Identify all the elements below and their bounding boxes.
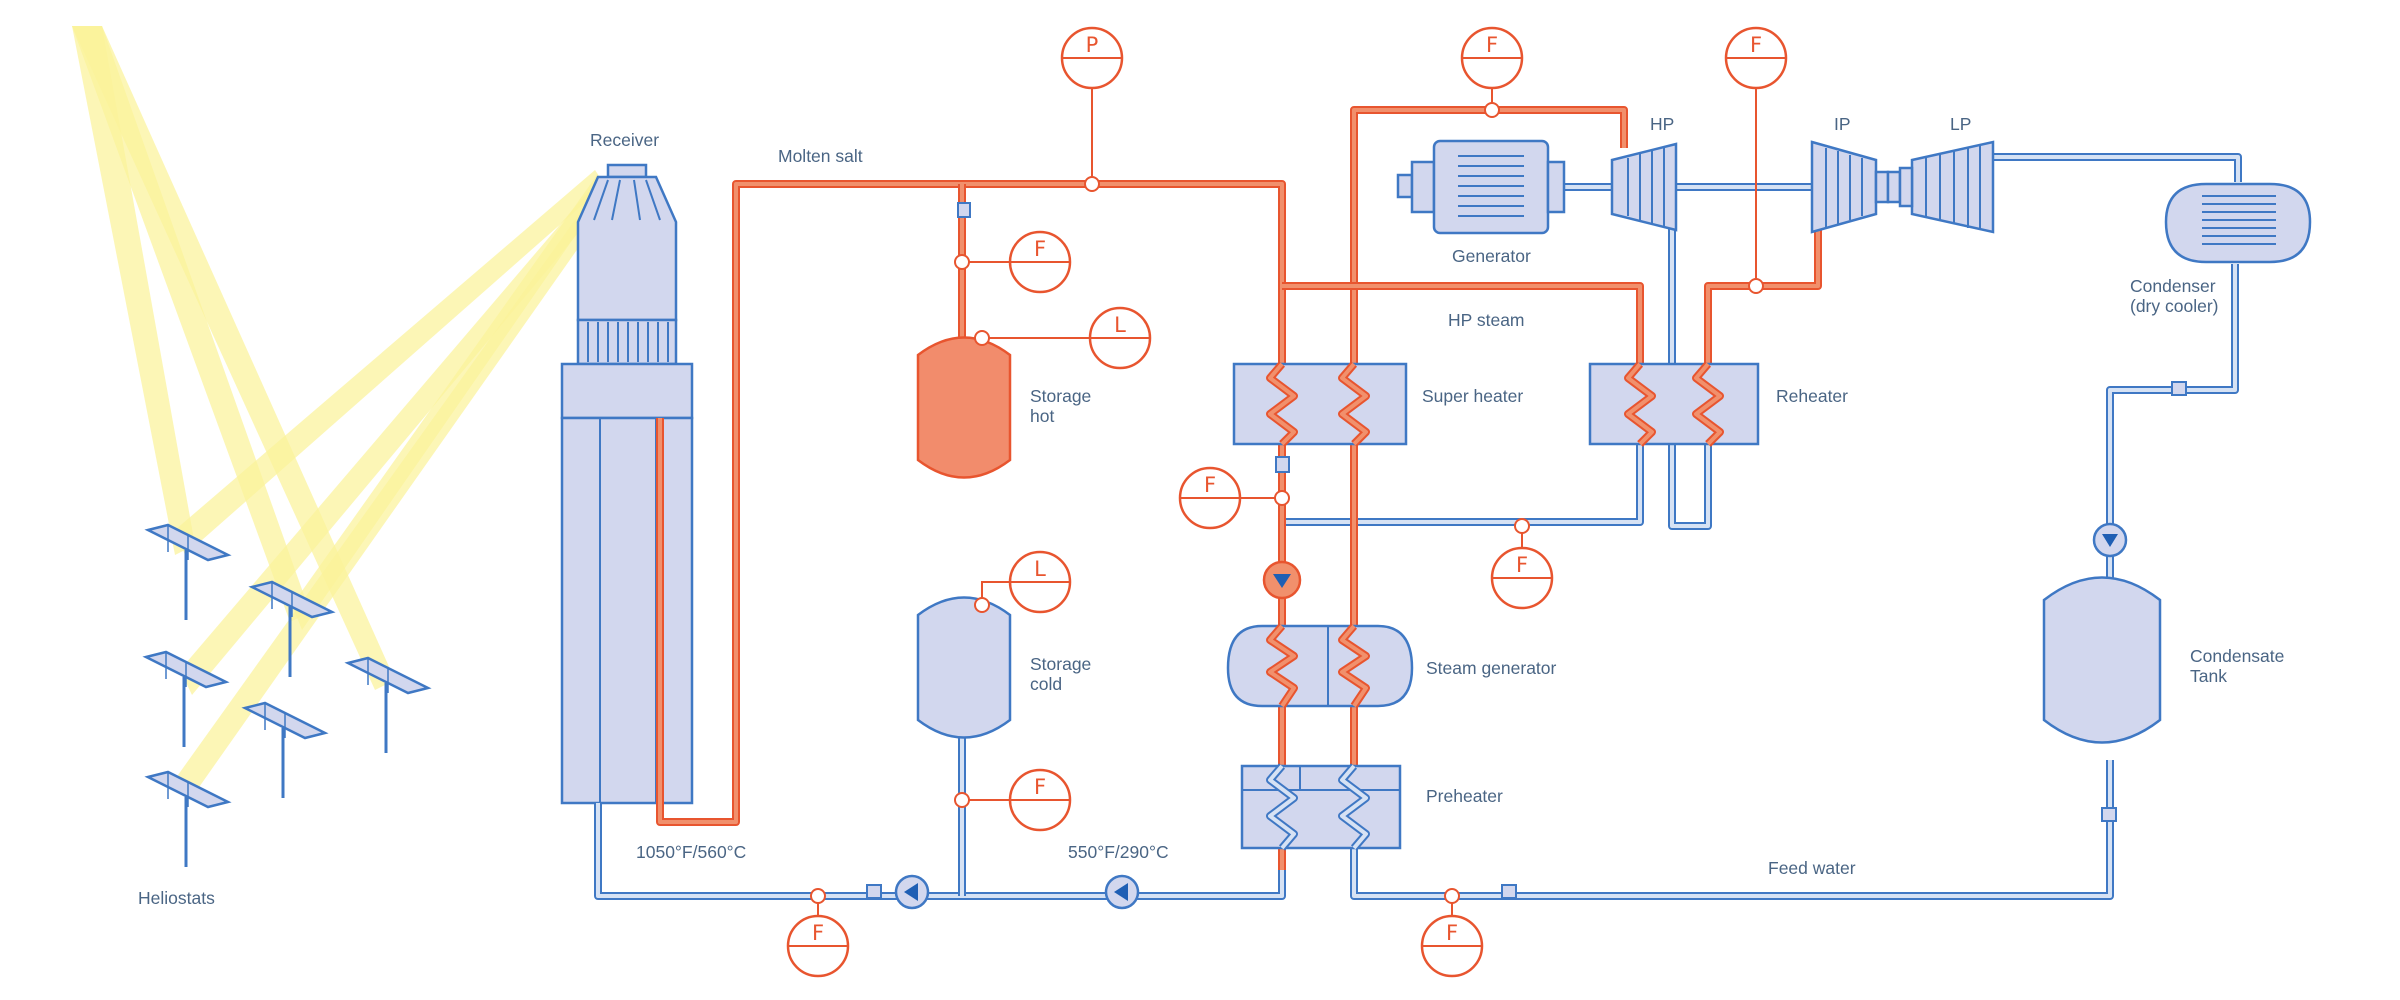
flow-label: F: [812, 921, 824, 945]
level-label: L: [1034, 557, 1046, 581]
hp-steam-label: HP steam: [1448, 310, 1525, 330]
steam-generator: [1226, 624, 1414, 708]
hot-storage-tank: [916, 336, 1012, 479]
level-indicator-icon: L: [1088, 306, 1152, 370]
exchanger-coils: [1266, 361, 1724, 851]
flow-indicator-icon: F: [1178, 466, 1242, 530]
water-steam-pipes: [594, 153, 2242, 900]
flow-indicator-icon: F: [1008, 768, 1072, 832]
receiver-tower: [560, 163, 694, 805]
pump-icon: [894, 874, 930, 910]
heliostat-mirror: [144, 523, 232, 620]
heliostat-mirror: [142, 650, 230, 747]
valve-icon: [2171, 381, 2187, 396]
flow-label: F: [1486, 33, 1498, 57]
flow-label: F: [1750, 33, 1762, 57]
instruments: P F L L F: [786, 26, 1788, 978]
flow-label: F: [1034, 775, 1046, 799]
flow-indicator-icon: F: [1490, 546, 1554, 610]
heliostat-mirror: [344, 656, 432, 753]
valve-icon: [1275, 456, 1290, 473]
storage-hot-label-line1: Storage: [1030, 386, 1091, 406]
cold-storage-tank: [916, 596, 1012, 739]
flow-label: F: [1204, 473, 1216, 497]
level-label: L: [1114, 313, 1126, 337]
heliostat-mirror: [248, 580, 336, 677]
storage-cold-label-line2: cold: [1030, 674, 1062, 694]
cold-temperature-label: 550°F/290°C: [1068, 842, 1169, 862]
pump-icon: [1104, 874, 1140, 910]
level-indicator-icon: L: [1008, 550, 1072, 614]
generator: [1396, 139, 1566, 235]
pressure-indicator-icon: P: [1060, 26, 1124, 90]
hot-temperature-label: 1050°F/560°C: [636, 842, 746, 862]
super-heater-label: Super heater: [1422, 386, 1523, 406]
labels: Receiver Molten salt Storage hot Storage…: [138, 114, 2284, 908]
flow-label: F: [1516, 553, 1528, 577]
reheater: [1588, 362, 1760, 446]
super-heater: [1232, 362, 1408, 446]
heliostat-mirror: [241, 701, 329, 798]
condenser-label-line2: (dry cooler): [2130, 296, 2219, 316]
molten-salt-label: Molten salt: [778, 146, 863, 166]
hp-turbine: [1610, 142, 1678, 232]
storage-tanks: [916, 336, 1012, 739]
condenser-label-line1: Condenser: [2130, 276, 2216, 296]
flow-indicator-icon: F: [1460, 26, 1524, 90]
sunlight-beams: [72, 26, 612, 800]
lp-turbine-label: LP: [1950, 114, 1971, 134]
valve-icon: [866, 884, 882, 899]
heliostat-field: [142, 523, 432, 867]
flow-label: F: [1034, 237, 1046, 261]
reheater-label: Reheater: [1776, 386, 1848, 406]
ip-turbine-label: IP: [1834, 114, 1851, 134]
storage-hot-label-line2: hot: [1030, 406, 1054, 426]
preheater-label: Preheater: [1426, 786, 1503, 806]
pump-icon: [1262, 560, 1302, 600]
generator-label: Generator: [1452, 246, 1531, 266]
valves: [866, 202, 2187, 899]
valve-icon: [2101, 807, 2117, 822]
valve-icon: [957, 202, 971, 218]
flow-indicator-icon: F: [1008, 230, 1072, 294]
pressure-label: P: [1086, 33, 1099, 57]
flow-indicator-icon: F: [1724, 26, 1788, 90]
valve-icon: [1501, 884, 1517, 899]
preheater: [1240, 764, 1402, 850]
feed-water-label: Feed water: [1768, 858, 1856, 878]
condensate-tank-label-line2: Tank: [2190, 666, 2227, 686]
storage-cold-label-line1: Storage: [1030, 654, 1091, 674]
heat-exchangers: [1226, 362, 1760, 850]
ip-turbine: [1810, 140, 1890, 234]
flow-indicator-icon: F: [786, 914, 850, 978]
heliostat-mirror: [144, 770, 232, 867]
condensate-tank: [2042, 576, 2162, 744]
condenser: [2164, 182, 2312, 264]
receiver-label: Receiver: [590, 130, 659, 150]
flow-label: F: [1446, 921, 1458, 945]
hp-turbine-label: HP: [1650, 114, 1674, 134]
lp-turbine: [1886, 140, 1995, 234]
heliostats-label: Heliostats: [138, 888, 215, 908]
condensate-tank-label-line1: Condensate: [2190, 646, 2284, 666]
pump-icon: [2092, 522, 2128, 558]
steam-generator-label: Steam generator: [1426, 658, 1557, 678]
flow-indicator-icon: F: [1420, 914, 1484, 978]
